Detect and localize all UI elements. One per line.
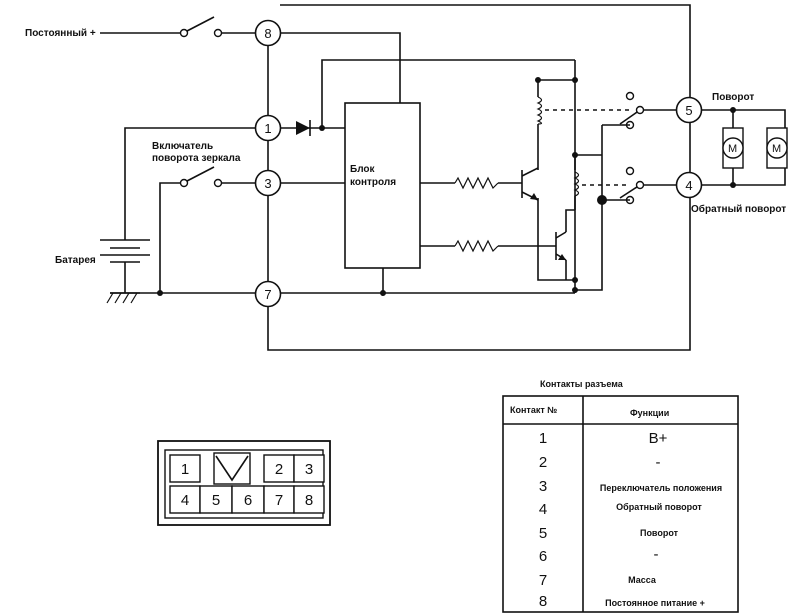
svg-text:Обратный поворот: Обратный поворот xyxy=(616,502,702,512)
pin-table-header-contact: Контакт № xyxy=(510,405,557,415)
node-7: 7 xyxy=(254,280,282,308)
label-reverse-turn: Обратный поворот xyxy=(691,203,786,215)
connector-pin-2: 2 xyxy=(275,461,283,478)
pin-table-header-function: Функции xyxy=(630,408,669,418)
svg-text:3: 3 xyxy=(539,478,547,495)
svg-text:8: 8 xyxy=(539,593,547,610)
svg-text:5: 5 xyxy=(685,103,692,118)
connector-pin-7: 7 xyxy=(275,492,283,509)
transistors xyxy=(521,167,567,261)
motor-right: M xyxy=(766,127,788,169)
connector-pin-8: 8 xyxy=(305,492,313,509)
switch-constant xyxy=(179,16,223,38)
svg-text:Постоянное питание +: Постоянное питание + xyxy=(605,598,705,608)
connector-pin-1: 1 xyxy=(181,461,189,478)
svg-text:2: 2 xyxy=(539,454,547,471)
table-row: 4 Обратный поворот xyxy=(539,501,703,518)
relay-coils xyxy=(536,96,580,210)
relay-switches xyxy=(545,91,645,205)
table-row: 1 B+ xyxy=(539,430,668,447)
table-row: 8 Постоянное питание + xyxy=(539,593,705,610)
connector-pin-4: 4 xyxy=(181,492,189,509)
node-8: 8 xyxy=(254,19,282,47)
svg-text:1: 1 xyxy=(539,430,547,447)
schematic-wires xyxy=(100,4,786,351)
connector-pin-5: 5 xyxy=(212,492,220,509)
node-1: 1 xyxy=(254,114,282,142)
control-block-label-2: контроля xyxy=(350,177,396,188)
motor-right-label: M xyxy=(772,143,781,155)
svg-text:Переключатель положения: Переключатель положения xyxy=(600,483,722,493)
table-row: 3 Переключатель положения xyxy=(539,478,722,495)
table-row: 5 Поворот xyxy=(539,525,679,542)
svg-text:3: 3 xyxy=(264,176,271,191)
motor-left-label: M xyxy=(728,143,737,155)
junction-dots xyxy=(157,77,736,296)
connector-pin-3: 3 xyxy=(305,461,313,478)
svg-text:B+: B+ xyxy=(649,430,668,447)
svg-text:7: 7 xyxy=(539,572,547,589)
control-block: Блок контроля xyxy=(344,102,421,269)
svg-text:6: 6 xyxy=(539,548,547,565)
svg-text:-: - xyxy=(654,546,659,563)
ground-symbol xyxy=(106,292,140,304)
node-3: 3 xyxy=(254,169,282,197)
svg-text:4: 4 xyxy=(685,178,692,193)
node-4: 4 xyxy=(675,171,703,199)
node-5: 5 xyxy=(675,96,703,124)
label-turn: Поворот xyxy=(712,92,754,103)
svg-text:Поворот: Поворот xyxy=(640,528,679,538)
label-mirror-switch-1: Включатель xyxy=(152,141,213,152)
label-constant-plus: Постоянный + xyxy=(25,28,96,39)
svg-text:-: - xyxy=(656,454,661,471)
svg-text:7: 7 xyxy=(264,287,271,302)
battery-symbol xyxy=(100,239,150,263)
svg-text:8: 8 xyxy=(264,26,271,41)
label-battery: Батарея xyxy=(55,255,96,266)
control-block-label-1: Блок xyxy=(350,164,376,175)
table-row: 7 Масса xyxy=(539,572,657,589)
label-mirror-switch-2: поворота зеркала xyxy=(152,153,241,164)
svg-text:5: 5 xyxy=(539,525,547,542)
pin-table: Контакты разъема Контакт № Функции 1 B+ … xyxy=(502,379,739,613)
connector-housing: 1 2 3 4 5 6 7 8 xyxy=(157,440,331,526)
svg-text:Масса: Масса xyxy=(628,575,657,585)
resistors xyxy=(454,176,499,253)
pin-table-title: Контакты разъема xyxy=(540,379,624,389)
table-row: 2 - xyxy=(539,454,661,471)
switch-mirror-turn xyxy=(179,166,223,188)
svg-text:1: 1 xyxy=(264,121,271,136)
connector-pin-6: 6 xyxy=(244,492,252,509)
svg-text:4: 4 xyxy=(539,501,547,518)
motor-left: M xyxy=(722,127,744,169)
table-row: 6 - xyxy=(539,546,659,565)
diode xyxy=(296,120,311,136)
